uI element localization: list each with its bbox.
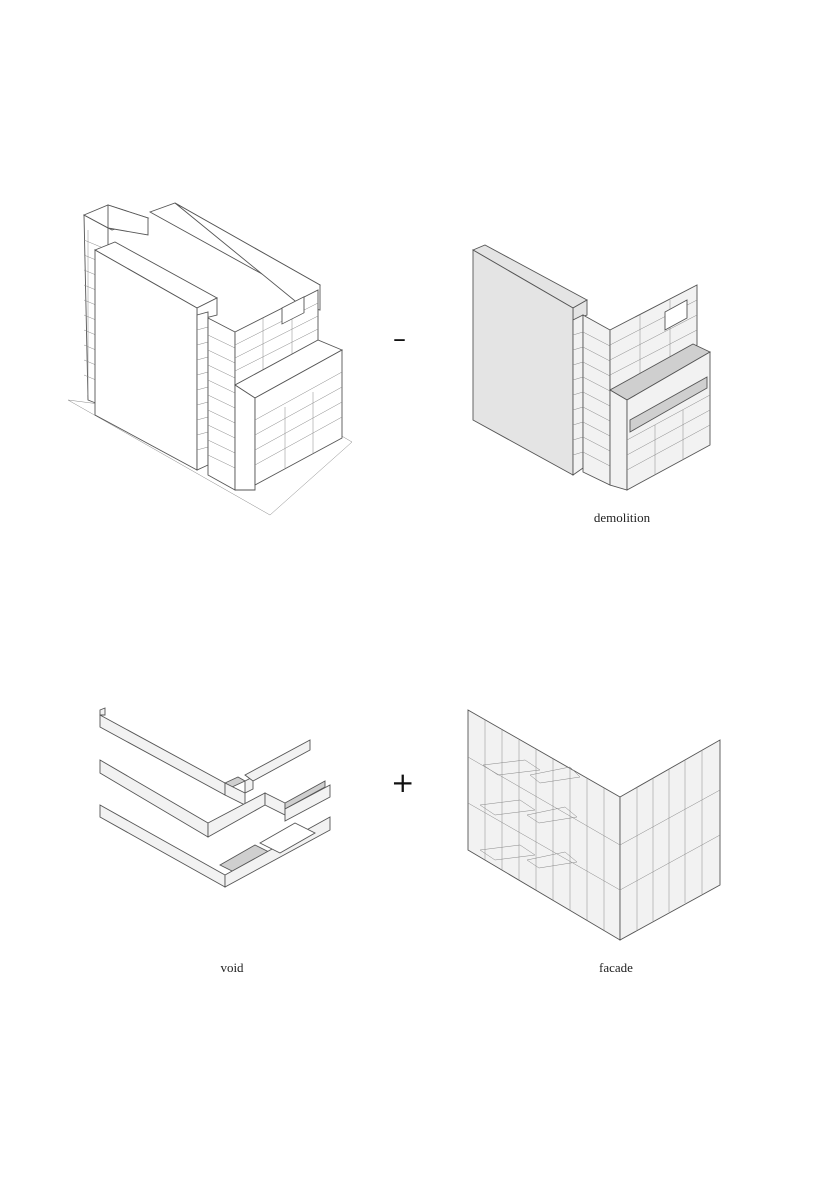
facade-label: facade — [599, 960, 633, 975]
existing-building-axonometric — [60, 190, 360, 530]
demolition-label: demolition — [593, 510, 651, 525]
demolition-drawing — [471, 244, 711, 491]
void-drawing — [99, 707, 331, 888]
plus-operator: + — [391, 766, 415, 799]
void-label: void — [220, 960, 244, 975]
void-axonometric — [95, 705, 355, 895]
facade-drawing — [467, 709, 721, 941]
demolition-axonometric — [465, 240, 735, 500]
existing-building-drawing — [67, 202, 353, 516]
facade-axonometric — [465, 705, 730, 950]
minus-operator: – — [393, 324, 406, 354]
